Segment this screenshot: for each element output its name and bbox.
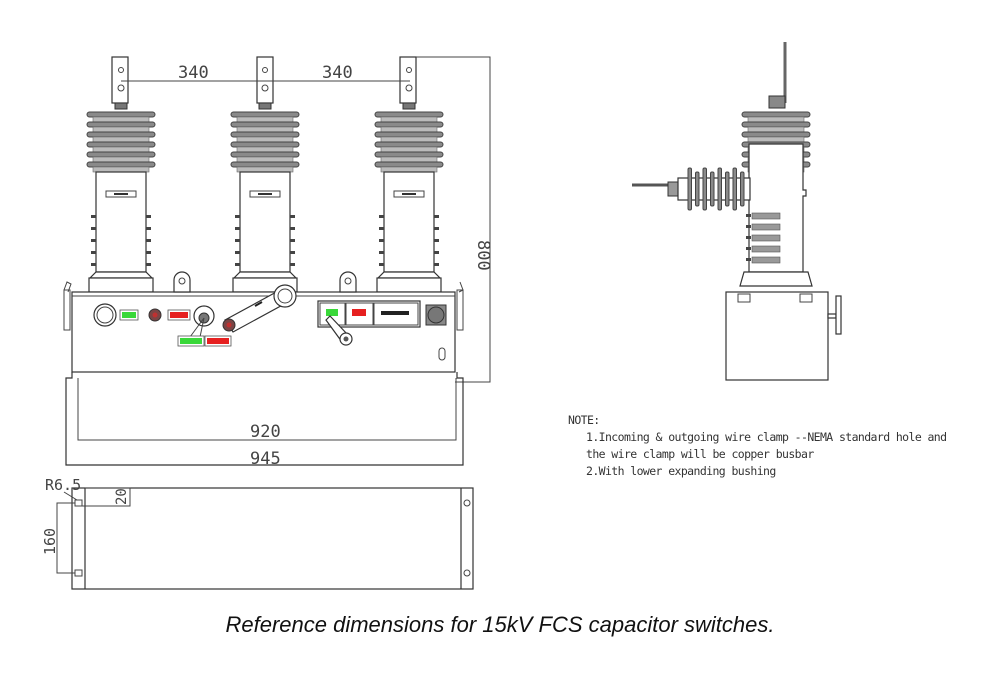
terminal-pad-3 xyxy=(399,56,417,104)
base-frame-inner xyxy=(77,378,457,441)
operating-shaft-center xyxy=(193,305,215,327)
bushing-shed xyxy=(374,141,444,148)
status-tag-red-1 xyxy=(170,312,188,318)
note-item-2: 2.With lower expanding bushing xyxy=(586,464,776,478)
mounting-hole-2 xyxy=(74,569,83,577)
bushing-body xyxy=(239,171,291,273)
side-bushing-shed xyxy=(741,111,811,118)
side-view xyxy=(632,42,842,381)
side-bushing-shed xyxy=(741,131,811,138)
hole-spacing-dimension-line xyxy=(56,502,75,574)
base-frame-outer xyxy=(65,372,464,466)
hole-spacing-label: 160 xyxy=(41,528,59,555)
bushing-shed xyxy=(374,111,444,118)
bushing-label-plate xyxy=(249,190,281,198)
lifting-eye-left xyxy=(173,271,191,293)
bushing-shed xyxy=(230,151,300,158)
horizontal-bushing-shed xyxy=(695,171,700,207)
mounting-hole-4 xyxy=(463,569,471,577)
pole-spacing-2-label: 340 xyxy=(322,63,353,83)
bushing-label-plate xyxy=(393,190,425,198)
ground-terminal xyxy=(438,347,446,361)
mounting-hole-1 xyxy=(74,499,83,507)
status-tag-red-2 xyxy=(207,338,229,344)
pole-bushing-3 xyxy=(374,102,444,293)
horizontal-bushing-shed xyxy=(717,167,722,211)
hole-radius-label: R6.5 xyxy=(45,476,81,494)
side-bushing-shed xyxy=(741,121,811,128)
bushing-body xyxy=(95,171,147,273)
outer-width-label: 945 xyxy=(250,449,281,469)
bushing-shed xyxy=(230,141,300,148)
side-flange xyxy=(739,271,813,287)
status-tag-green-3 xyxy=(326,309,338,316)
pole-bushing-1 xyxy=(86,102,156,293)
edge-offset-label: 20 xyxy=(114,488,130,505)
left-lifting-hook xyxy=(63,281,72,331)
pole-bushing-2 xyxy=(230,102,300,293)
bushing-shed xyxy=(374,121,444,128)
terminal-nut xyxy=(768,95,786,109)
note-item-1-cont: the wire clamp will be copper busbar xyxy=(586,447,814,461)
pole-spacing-1-label: 340 xyxy=(178,63,209,83)
horizontal-bushing-shed xyxy=(710,171,715,207)
bushing-shed xyxy=(230,111,300,118)
base-plate-view: R6.5 20 160 xyxy=(41,476,474,590)
terminal-pad-2 xyxy=(256,56,274,104)
bushing-shed xyxy=(230,121,300,128)
side-mechanism-housing xyxy=(725,291,829,381)
inner-width-label: 920 xyxy=(250,422,281,442)
horizontal-bushing-shed xyxy=(687,167,692,211)
bushing-shed xyxy=(374,151,444,158)
notes-block: NOTE: 1.Incoming & outgoing wire clamp -… xyxy=(568,412,947,480)
overall-height-label: 800 xyxy=(473,240,493,271)
bushing-shed xyxy=(86,161,156,168)
note-item-1: 1.Incoming & outgoing wire clamp --NEMA … xyxy=(586,430,947,444)
bushing-shed xyxy=(86,121,156,128)
bushing-shed xyxy=(230,131,300,138)
horizontal-bushing-shed xyxy=(740,171,745,207)
figure-caption: Reference dimensions for 15kV FCS capaci… xyxy=(225,612,775,637)
nameplate-text-block xyxy=(381,311,409,315)
edge-offset-dimension-line xyxy=(82,487,131,507)
base-plate-outline xyxy=(71,487,474,590)
operating-lever xyxy=(222,284,297,333)
bushing-shed xyxy=(374,161,444,168)
status-tag-green-1 xyxy=(122,312,136,318)
front-view: 340 340 800 xyxy=(63,56,493,469)
bushing-shed xyxy=(86,151,156,158)
horizontal-bushing-shed xyxy=(725,171,730,207)
horizontal-bushing-shed xyxy=(702,167,707,211)
horizontal-bushing-shed xyxy=(732,167,737,211)
side-operating-handle xyxy=(835,295,842,335)
bushing-shed xyxy=(86,111,156,118)
bushing-body xyxy=(383,171,435,273)
bushing-shed xyxy=(86,131,156,138)
height-dimension-line xyxy=(416,56,491,383)
right-lifting-hook xyxy=(456,281,464,331)
bushing-shed xyxy=(374,131,444,138)
status-tag-green-2 xyxy=(180,338,202,344)
bushing-shed xyxy=(86,141,156,148)
notes-heading: NOTE: xyxy=(568,413,600,427)
status-tag-red-3 xyxy=(352,309,366,316)
mounting-hole-3 xyxy=(463,499,471,507)
operating-shaft-left xyxy=(93,303,117,327)
side-bushing-body xyxy=(748,143,807,273)
bushing-shed xyxy=(230,161,300,168)
terminal-pad-1 xyxy=(111,56,129,104)
bushing-label-plate xyxy=(105,190,137,198)
lifting-eye-right xyxy=(339,271,357,293)
